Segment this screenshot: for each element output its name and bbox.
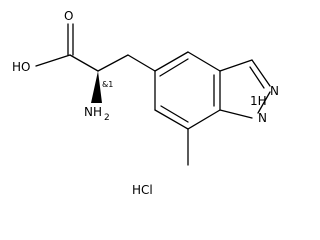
atom-label-ring-nitrogen: N (270, 84, 279, 98)
bond-calpha-ch2 (97, 54, 129, 72)
bond-ring-a-inner (159, 58, 189, 77)
wedge-bond-amine (91, 71, 102, 103)
atom-label-amine: NH (84, 105, 102, 119)
chemical-structure: O HO &1 NH 2 N N 1H HCl (12, 9, 279, 197)
bond-ring-e (154, 109, 189, 130)
bond-ring-d (187, 109, 221, 130)
bond-c1-oh (35, 54, 71, 67)
bond-pyrazole-c3-n2-inner (249, 66, 265, 89)
bond-ring-e-inner (160, 105, 189, 123)
atom-label-ring-nh-n: N (258, 111, 267, 125)
bond-ring-a (154, 51, 189, 72)
bond-ch2-ring (127, 54, 156, 72)
bond-pyrazole-n2-n1 (257, 91, 271, 114)
atom-label-ring-nh-h: 1H (250, 94, 267, 108)
atom-label-carbonyl-oxygen: O (64, 9, 73, 23)
atom-label-amine-subscript: 2 (104, 113, 110, 123)
bond-pyrazole-n1-c7a (219, 109, 253, 119)
bond-c1-calpha (69, 54, 99, 72)
atom-label-hydroxyl: HO (12, 60, 30, 74)
bond-pyrazole-c3a-c3 (219, 59, 253, 72)
bond-pyrazole-c3-n2 (251, 59, 271, 87)
salt-label: HCl (132, 183, 153, 197)
bond-ring-b (187, 51, 221, 72)
stereo-descriptor: &1 (102, 80, 113, 89)
